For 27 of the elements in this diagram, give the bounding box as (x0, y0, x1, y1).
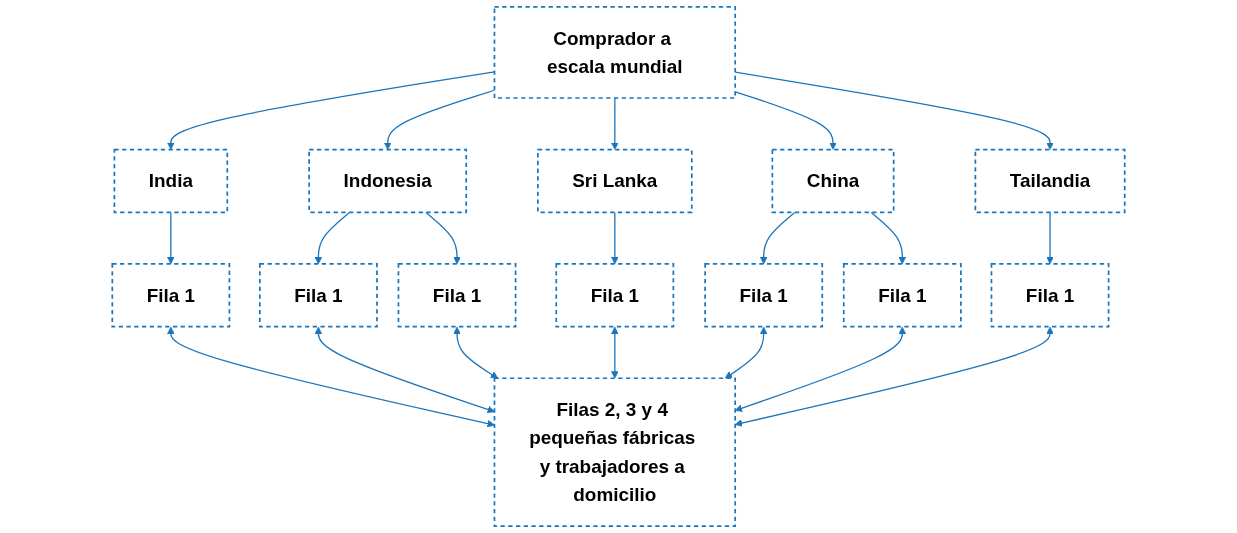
arrow (425, 211, 461, 265)
node-box: Filas 2, 3 y 4 pequeñas fábricas y trabajadores a domicilio (493, 377, 737, 527)
arrow (724, 326, 768, 379)
arrow (167, 326, 495, 428)
node-box: Fila 1 (258, 263, 378, 328)
arrow (314, 326, 495, 414)
node-box: Fila 1 (990, 263, 1110, 328)
node-box: Fila 1 (555, 263, 675, 328)
node-box: Tailandia (974, 148, 1126, 214)
node-box: Indonesia (308, 148, 468, 214)
arrow (759, 211, 796, 265)
node-box: Fila 1 (704, 263, 824, 328)
arrow (314, 211, 351, 265)
node-box: Fila 1 (842, 263, 962, 328)
arrow (611, 211, 619, 265)
arrow (453, 326, 499, 379)
arrow (611, 97, 619, 150)
arrow (167, 211, 175, 265)
arrow (1046, 211, 1054, 265)
node-box: China (771, 148, 895, 214)
node-box: Sri Lanka (537, 148, 693, 214)
node-box: India (113, 148, 229, 214)
node-box: Fila 1 (111, 263, 231, 328)
arrow (611, 326, 619, 379)
node-box: Fila 1 (397, 263, 517, 328)
arrow (870, 211, 907, 265)
node-box: Comprador a escala mundial (493, 6, 737, 99)
